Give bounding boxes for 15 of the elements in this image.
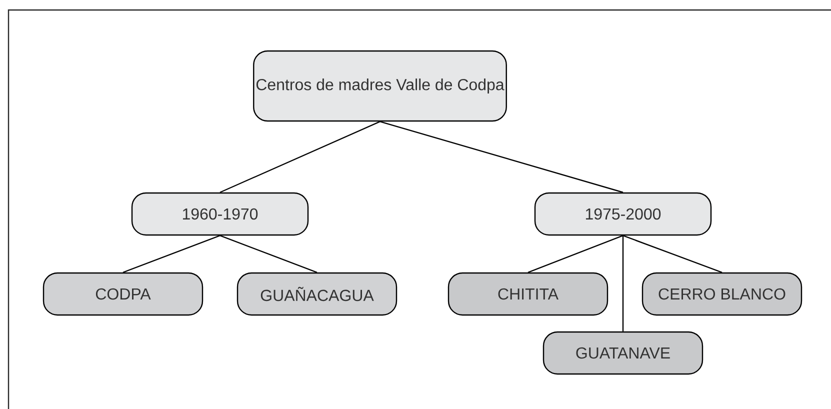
rounded-box: GUATANAVE	[542, 331, 704, 375]
connector-line	[622, 236, 624, 332]
connector-line	[122, 235, 220, 273]
connector-line	[380, 121, 624, 193]
connector-line	[528, 235, 624, 273]
rounded-box: CODPA	[42, 272, 204, 316]
rounded-box: CHITITA	[448, 272, 608, 316]
rounded-box: CERRO BLANCO	[642, 272, 802, 316]
rounded-box: GUAÑACAGUA	[236, 272, 398, 316]
connector-line	[622, 235, 722, 273]
rounded-box: 1960-1970	[131, 192, 309, 236]
connector-line	[220, 235, 318, 273]
rounded-box: Centros de madres Valle de Codpa	[253, 50, 507, 122]
rounded-box: 1975-2000	[534, 192, 712, 236]
connector-line	[220, 121, 380, 193]
